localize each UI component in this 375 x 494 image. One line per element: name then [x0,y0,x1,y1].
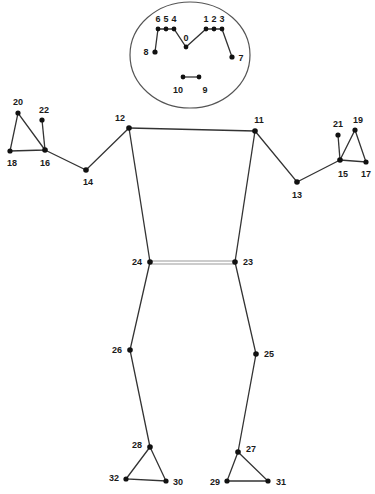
keypoint-number: 9 [202,86,207,95]
head-outline [130,2,250,108]
keypoint-number: 7 [238,54,243,63]
keypoint-number: 31 [276,478,286,487]
keypoint-number: 4 [171,15,176,24]
keypoint-number: 22 [39,106,49,115]
keypoint-number: 11 [254,116,264,125]
keypoint-number: 15 [338,170,348,179]
keypoint-number: 2 [211,15,216,24]
keypoint-number: 28 [132,441,142,450]
keypoint-number: 27 [246,445,256,454]
keypoint-number: 23 [243,258,253,267]
skeleton-lines [10,29,366,481]
keypoint-number: 16 [40,159,50,168]
keypoint-number: 14 [83,178,93,187]
keypoint-number: 5 [163,15,168,24]
keypoint-number: 21 [333,120,343,129]
keypoint-number: 29 [210,478,220,487]
keypoint-number: 30 [173,478,183,487]
keypoint-number: 24 [132,258,142,267]
keypoint-number: 18 [7,159,17,168]
keypoint-number: 19 [353,116,363,125]
keypoint-number: 26 [112,346,122,355]
keypoint-number: 25 [264,350,274,359]
keypoint-number: 1 [203,15,208,24]
keypoint-number: 10 [173,86,183,95]
keypoint-number: 20 [13,98,23,107]
keypoint-number: 32 [109,474,119,483]
keypoint-number: 3 [219,15,224,24]
keypoint-number: 12 [115,114,125,123]
keypoint-number: 8 [143,48,148,57]
keypoint-number: 13 [292,191,302,200]
keypoint-dots [7,27,368,484]
keypoint-number: 6 [155,15,160,24]
keypoint-number: 0 [183,34,188,43]
hip-band [150,261,235,264]
keypoint-number: 17 [361,170,371,179]
